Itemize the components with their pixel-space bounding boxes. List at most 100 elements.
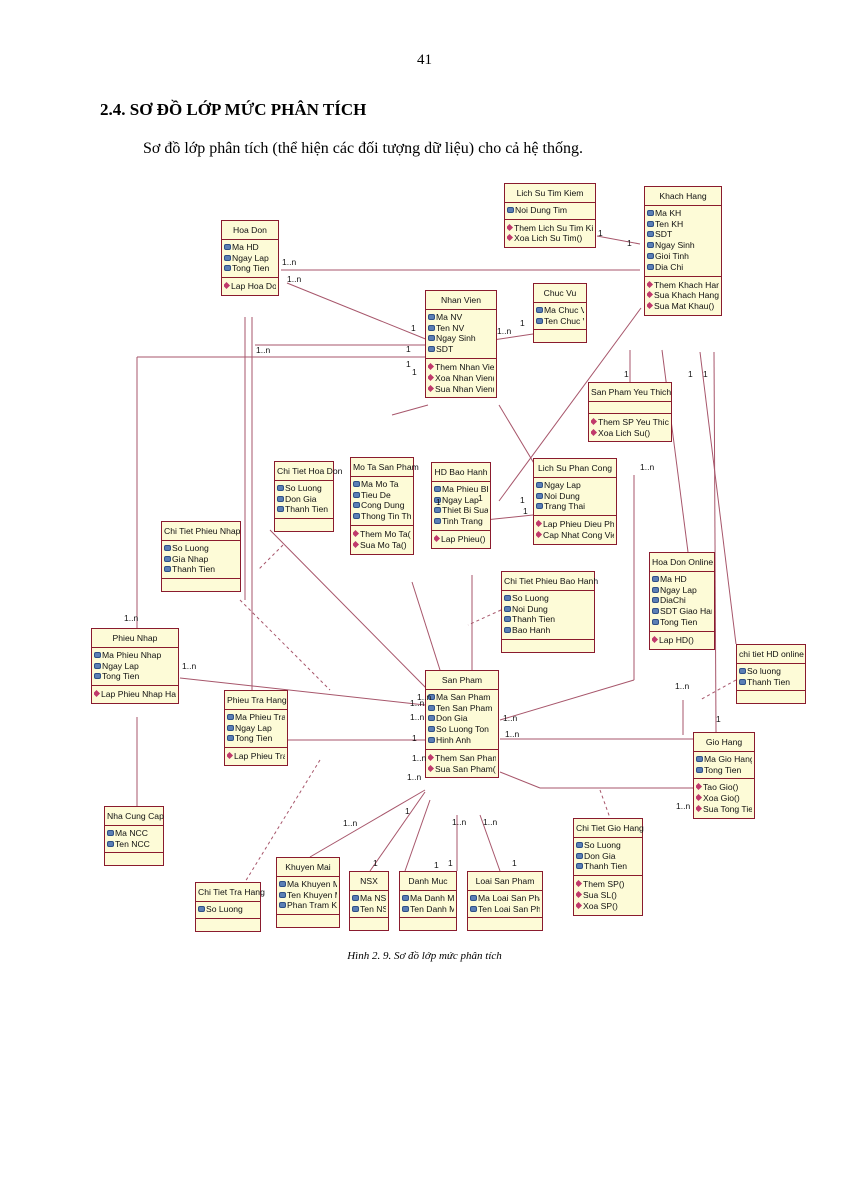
multiplicity-label: 1..n bbox=[287, 274, 302, 284]
association-link bbox=[479, 814, 501, 872]
operation-row: Tao Gio() bbox=[696, 782, 752, 793]
attribute-name: Ten Khuyen Mai bbox=[287, 889, 337, 900]
attribute-name: Ma HD bbox=[232, 241, 259, 252]
operation-name: Xoa Lich Su() bbox=[598, 427, 651, 438]
dependency-link bbox=[467, 609, 502, 626]
class-name: Chi Tiet Tra Hang bbox=[196, 883, 265, 902]
attribute-icon bbox=[164, 566, 171, 573]
operation-name: Them Mo Ta() bbox=[360, 528, 411, 539]
attribute-icon bbox=[576, 841, 583, 848]
attribute-row: Ma NCC bbox=[107, 828, 161, 839]
attribute-row: Noi Dung bbox=[504, 604, 592, 615]
multiplicity-label: 1 bbox=[436, 497, 441, 507]
operation-list bbox=[737, 691, 805, 703]
multiplicity-label: 1..n bbox=[417, 692, 432, 702]
attribute-icon bbox=[470, 894, 477, 901]
attribute-name: Ma Mo Ta bbox=[361, 478, 399, 489]
dependency-link bbox=[239, 599, 331, 691]
attribute-row: Thiet Bi Sua bbox=[434, 505, 488, 516]
attribute-icon bbox=[279, 902, 286, 909]
attribute-row: Ma Phieu Tra bbox=[227, 712, 285, 723]
attribute-icon bbox=[224, 254, 231, 261]
attribute-icon bbox=[504, 616, 511, 623]
attribute-icon bbox=[224, 265, 231, 272]
attribute-row: Ten Danh Muc bbox=[402, 904, 454, 915]
attribute-icon bbox=[428, 324, 435, 331]
attribute-row: Ten NV bbox=[428, 323, 494, 334]
operation-icon bbox=[224, 282, 231, 290]
attribute-icon bbox=[536, 306, 543, 313]
operation-name: Sua Tong Tien() bbox=[703, 803, 752, 814]
attribute-icon bbox=[353, 502, 360, 509]
attribute-icon bbox=[227, 713, 234, 720]
class-name: San Pham Yeu Thich bbox=[589, 383, 671, 402]
attribute-name: Tieu De bbox=[361, 489, 391, 500]
attribute-name: Thiet Bi Sua bbox=[442, 505, 488, 516]
operation-icon bbox=[576, 901, 583, 909]
operation-row: Xoa SP() bbox=[576, 901, 640, 912]
attribute-row: Ma Phieu Nhap bbox=[94, 650, 176, 661]
attribute-icon bbox=[107, 840, 114, 847]
attribute-row: Ten NCC bbox=[107, 839, 161, 850]
multiplicity-label: 1 bbox=[624, 369, 629, 379]
operation-icon bbox=[507, 234, 514, 242]
attribute-icon bbox=[224, 243, 231, 250]
attribute-name: Don Gia bbox=[584, 850, 616, 861]
operation-list: Them San Pham()Sua San Pham() bbox=[426, 750, 498, 778]
attribute-row: Ma Gio Hang bbox=[696, 754, 752, 765]
operation-list bbox=[502, 640, 594, 652]
multiplicity-label: 1..n bbox=[343, 818, 358, 828]
attribute-icon bbox=[353, 480, 360, 487]
attribute-name: Tong Tien bbox=[232, 263, 270, 274]
attribute-row: Don Gia bbox=[576, 851, 640, 862]
attribute-icon bbox=[428, 704, 435, 711]
attribute-row: So Luong bbox=[164, 543, 238, 554]
attribute-row: Ma HD bbox=[224, 242, 276, 253]
attribute-row: Thanh Tien bbox=[164, 564, 238, 575]
attribute-icon bbox=[428, 313, 435, 320]
attribute-row: So Luong bbox=[504, 593, 592, 604]
attribute-icon bbox=[94, 662, 101, 669]
class-name: Nhan Vien bbox=[426, 291, 496, 310]
attribute-row: Phan Tram KH bbox=[279, 900, 337, 911]
attribute-icon bbox=[739, 678, 746, 685]
attribute-row: Ngay Lap bbox=[224, 253, 276, 264]
attribute-icon bbox=[647, 242, 654, 249]
attribute-name: Ma NCC bbox=[115, 827, 148, 838]
attribute-name: Ma Loai San Pham bbox=[478, 892, 540, 903]
operation-name: Them Khach Hang() bbox=[654, 279, 719, 290]
attribute-name: Gia Nhap bbox=[172, 553, 209, 564]
attribute-row: Tong Tien bbox=[224, 263, 276, 274]
attribute-icon bbox=[94, 651, 101, 658]
attribute-name: Don Gia bbox=[436, 713, 468, 724]
attribute-row: Ma Danh Muc bbox=[402, 893, 454, 904]
operation-row: Lap Hoa Don() bbox=[224, 281, 276, 292]
attribute-icon bbox=[428, 693, 435, 700]
association-link bbox=[492, 333, 534, 341]
attribute-icon bbox=[470, 905, 477, 912]
attribute-name: Tong Tien bbox=[235, 733, 273, 744]
operation-list bbox=[162, 579, 240, 591]
operation-icon bbox=[507, 223, 514, 231]
attribute-row: Tong Tien bbox=[652, 617, 712, 628]
attribute-icon bbox=[536, 503, 543, 510]
operation-icon bbox=[591, 428, 598, 436]
attribute-icon bbox=[428, 335, 435, 342]
operation-name: Sua Nhan Vien() bbox=[435, 383, 494, 394]
attribute-name: Ngay Lap bbox=[232, 252, 269, 263]
attribute-name: Ten Danh Muc bbox=[410, 903, 454, 914]
class-name: NSX bbox=[350, 872, 388, 891]
attribute-row: Ngay Lap bbox=[227, 723, 285, 734]
operation-icon bbox=[576, 890, 583, 899]
attribute-icon bbox=[353, 491, 360, 498]
